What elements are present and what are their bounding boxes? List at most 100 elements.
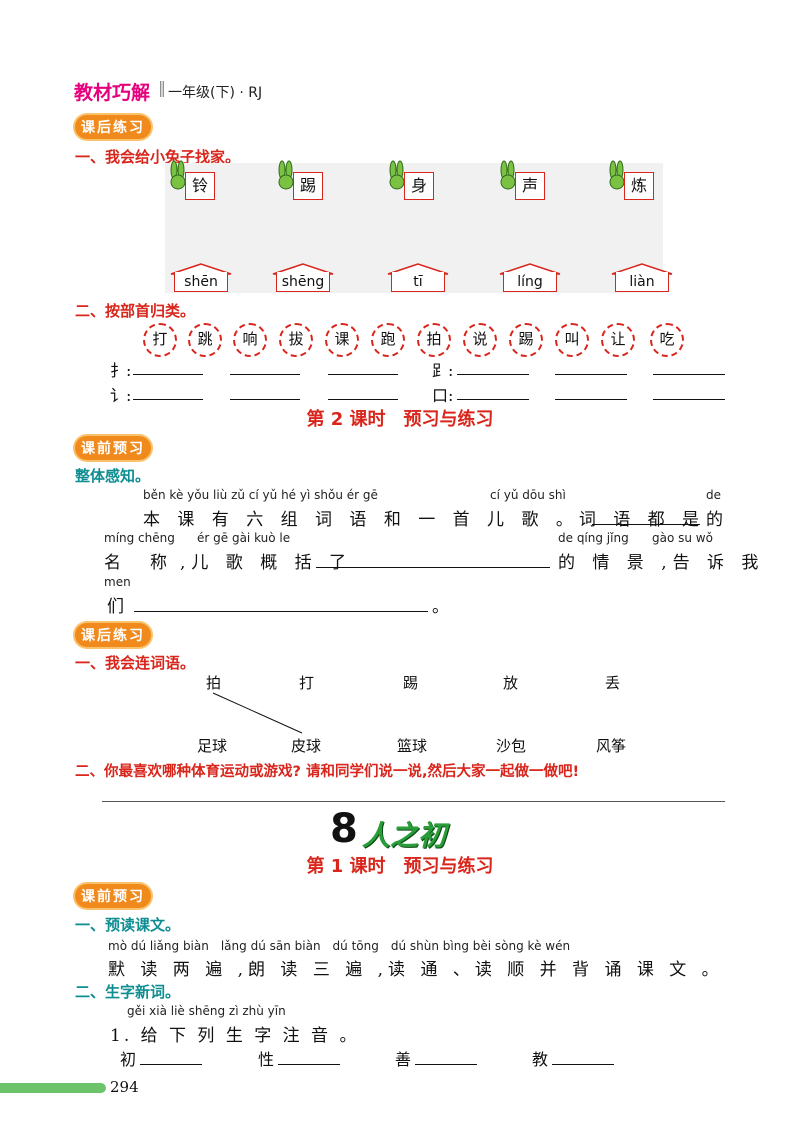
text-line: ,儿 歌 概 括 了 (180, 553, 353, 573)
text-line: 的 (706, 510, 729, 530)
pinyin-line: gào su wǒ (652, 531, 713, 545)
answer-blank[interactable] (230, 360, 300, 375)
char-flower: 响 (233, 323, 267, 357)
text-line: 名 称 (104, 553, 173, 573)
answer-blank[interactable] (457, 385, 529, 400)
rabbit-char: 炼 (624, 172, 654, 200)
radical-row: 口: (432, 382, 453, 406)
house-card: liàn (611, 263, 673, 293)
answer-blank[interactable] (592, 510, 700, 525)
pinyin-line: míng chēng (104, 531, 175, 545)
answer-blank[interactable] (555, 385, 627, 400)
rabbit-card: 铃 (163, 160, 223, 210)
before-class-badge: 课前预习 (75, 436, 151, 460)
header-separator: ‖ (158, 78, 166, 97)
pinyin-line: běn kè yǒu liù zǔ cí yǔ hé yì shǒu ér gē (143, 488, 378, 502)
char-flower: 踢 (509, 323, 543, 357)
house-pinyin: shēn (174, 272, 228, 292)
preview-title: 一、预读课文。 (75, 916, 181, 934)
answer-blank[interactable] (457, 360, 529, 375)
char-flower: 拍 (417, 323, 451, 357)
rabbit-char: 身 (404, 172, 434, 200)
answer-blank[interactable] (133, 360, 203, 375)
after-class-badge: 课后练习 (75, 623, 151, 647)
after-class-badge: 课后练习 (75, 115, 151, 139)
rabbit-icon (278, 160, 294, 190)
pinyin-line: mò dú liǎng biàn lǎng dú sān biàn dú tōn… (108, 939, 571, 953)
answer-blank[interactable] (653, 385, 725, 400)
text-line: 本 课 有 六 组 词 语 和 一 首 儿 歌 。词 语 都 是 (143, 510, 706, 530)
radical-label: ⻊: (432, 361, 454, 380)
book-subtitle: 一年级(下) · RJ (168, 85, 263, 101)
answer-blank[interactable] (134, 597, 428, 612)
char-flower: 拔 (279, 323, 313, 357)
house-pinyin: líng (503, 272, 557, 292)
answer-blank[interactable] (140, 1050, 202, 1065)
rabbit-card: 炼 (602, 160, 662, 210)
rabbit-icon (500, 160, 516, 190)
answer-blank[interactable] (316, 553, 550, 568)
answer-blank[interactable] (133, 385, 203, 400)
rabbit-icon (389, 160, 405, 190)
pinyin-line: ér gē gài kuò le (197, 531, 291, 545)
char-flower: 吃 (650, 323, 684, 357)
new-words-title: 二、生字新词。 (75, 983, 181, 1001)
section-title-find-home: 一、我会给小兔子找家。 (75, 148, 241, 166)
lesson-1-title: 第 1 课时 预习与练习 (306, 856, 494, 877)
char-flower: 叫 (555, 323, 589, 357)
section-title-radicals: 二、按部首归类。 (75, 302, 196, 320)
noun-word: 篮球 (397, 737, 428, 755)
text-line: 们 (107, 597, 130, 617)
answer-blank[interactable] (552, 1050, 614, 1065)
unit-name: 人之初 (362, 819, 447, 852)
new-char: 性 (258, 1050, 275, 1069)
answer-blank[interactable] (230, 385, 300, 400)
pinyin-line: cí yǔ dōu shì (490, 488, 566, 502)
rabbit-char: 铃 (185, 172, 215, 200)
radical-label: 口: (432, 386, 454, 405)
char-flower: 让 (601, 323, 635, 357)
char-flower: 打 (143, 323, 177, 357)
char-flower: 说 (463, 323, 497, 357)
verb-word: 拍 (206, 674, 222, 692)
lesson-2-title: 第 2 课时 预习与练习 (306, 409, 494, 430)
house-card: tī (387, 263, 449, 293)
answer-blank[interactable] (328, 385, 398, 400)
radical-label: 讠: (110, 386, 132, 405)
pinyin-line: de (706, 488, 721, 502)
new-char: 初 (120, 1050, 137, 1069)
verb-word: 打 (299, 674, 315, 692)
question-2: 二、你最喜欢哪种体育运动或游戏? 请和同学们说一说,然后大家一起做一做吧! (75, 764, 580, 780)
house-pinyin: shēng (276, 272, 330, 292)
overview-title: 整体感知。 (75, 467, 151, 485)
char-flower: 跑 (371, 323, 405, 357)
instruction-line: 1. 给 下 列 生 字 注 音 。 (110, 1026, 360, 1046)
verb-word: 放 (503, 674, 519, 692)
radical-row: 扌: (110, 357, 131, 381)
rabbit-char: 声 (515, 172, 545, 200)
new-char: 教 (532, 1050, 549, 1069)
text-line: 。 (432, 597, 455, 617)
pinyin-line: de qíng jǐng (558, 531, 629, 545)
rabbit-icon (170, 160, 186, 190)
before-class-badge: 课前预习 (75, 884, 151, 908)
answer-blank[interactable] (328, 360, 398, 375)
rabbit-card: 踢 (271, 160, 331, 210)
house-card: líng (499, 263, 561, 293)
new-char: 善 (395, 1050, 412, 1069)
rabbit-card: 声 (493, 160, 553, 210)
answer-blank[interactable] (415, 1050, 477, 1065)
noun-word: 沙包 (496, 737, 527, 755)
radical-row: ⻊: (432, 357, 453, 381)
pinyin-line: men (104, 575, 131, 589)
house-card: shēng (272, 263, 334, 293)
answer-blank[interactable] (653, 360, 725, 375)
noun-word: 风筝 (596, 737, 627, 755)
verb-word: 踢 (403, 674, 419, 692)
answer-blank[interactable] (278, 1050, 340, 1065)
answer-blank[interactable] (555, 360, 627, 375)
rabbit-card: 身 (382, 160, 442, 210)
book-title: 教材巧解 (74, 82, 151, 104)
radical-label: 扌: (110, 361, 132, 380)
